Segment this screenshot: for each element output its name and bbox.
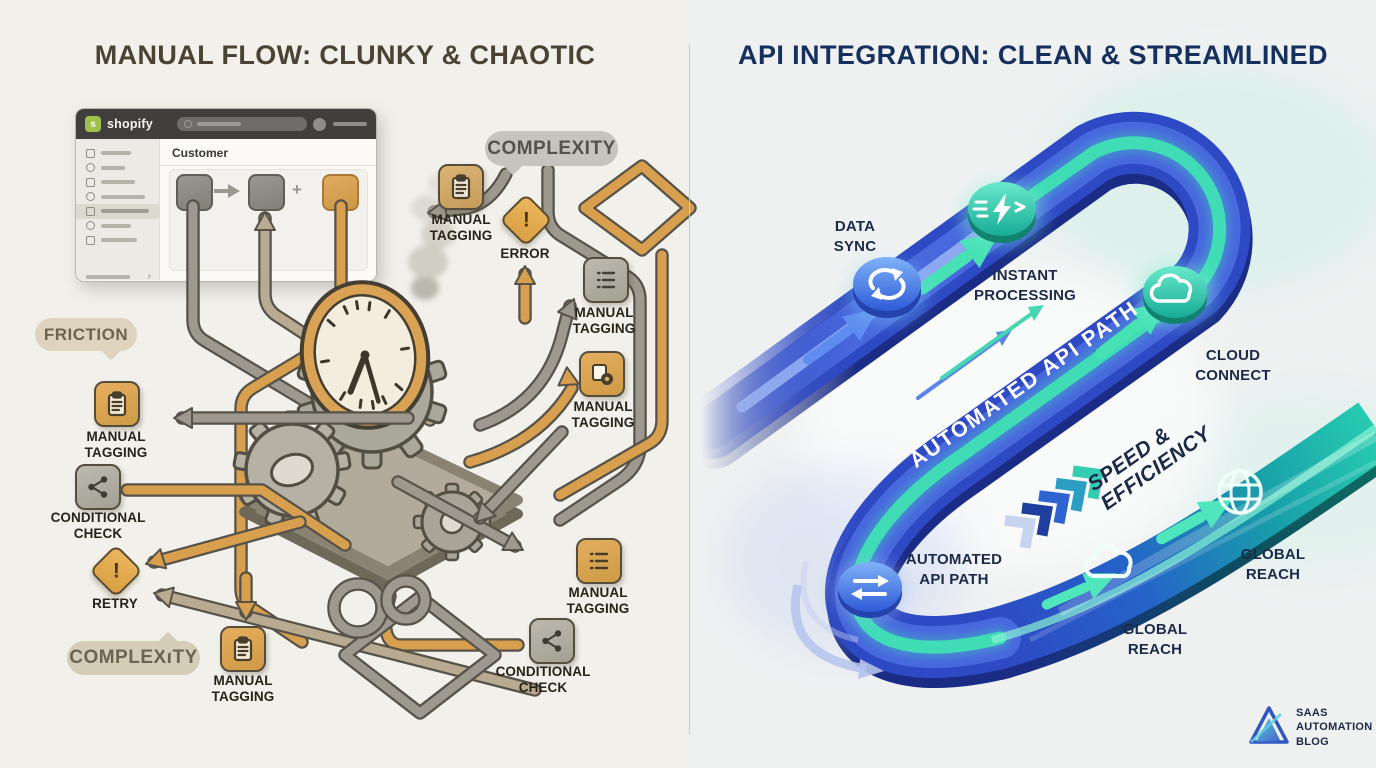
page-title: Customer [160, 139, 376, 166]
alert-icon: ! [522, 208, 530, 231]
document-badge-icon [592, 364, 613, 385]
conditional-check-tile [529, 618, 575, 664]
orders-icon [86, 163, 95, 173]
complexity-bubble: COMPLEXITY [485, 131, 618, 176]
workflow-node[interactable] [248, 174, 285, 211]
manual-tagging-tile [94, 381, 140, 427]
gear-small-icon [412, 482, 492, 562]
workflow-node-highlight[interactable] [322, 174, 359, 211]
friction-bubble: FRICTION [35, 318, 137, 361]
complexity-bubble: COMPLEXITY [67, 631, 200, 675]
window-header: s shopify [76, 109, 376, 139]
customers-icon [86, 192, 95, 202]
sidebar-item[interactable]: › [86, 270, 159, 282]
home-icon [86, 148, 95, 158]
gear-cluster [232, 280, 492, 562]
gear-left-icon [232, 410, 352, 528]
workflow-panel: + [169, 169, 368, 271]
sidebar-item[interactable] [86, 190, 159, 205]
manual-tagging-tile [220, 626, 266, 672]
conditional-check-tile [75, 464, 121, 510]
manual-tagging-tile [579, 351, 625, 397]
gear-large-icon [296, 314, 448, 470]
arrow-right-icon [214, 184, 240, 198]
manual-tagging-tile [583, 257, 629, 303]
store-icon [86, 235, 95, 245]
sidebar-item[interactable] [86, 219, 159, 234]
clipboard-icon [451, 174, 471, 200]
search-input[interactable] [176, 117, 307, 131]
sidebar-item-active[interactable] [76, 204, 159, 219]
alert-icon: ! [112, 559, 120, 582]
account-name-bar [333, 121, 367, 127]
manual-tagging-tile [438, 164, 484, 210]
shopify-logo-icon: s [85, 116, 101, 132]
plus-sign: + [292, 180, 302, 199]
shipping-icon [86, 221, 95, 231]
share-branch-icon [542, 630, 562, 652]
sidebar: › › [76, 139, 160, 282]
manual-tagging-tile [576, 538, 622, 584]
platform [239, 425, 523, 591]
list-icon [596, 271, 616, 289]
sidebar-item[interactable] [86, 146, 159, 161]
panel-divider [689, 44, 690, 734]
window-main: Customer + [160, 139, 376, 280]
sidebar-item[interactable] [86, 161, 159, 176]
left-panel-title: MANUAL FLOW: CLUNKY & CHAOTIC [94, 40, 596, 70]
retry-tile: ! [89, 544, 143, 598]
apps-icon [86, 206, 95, 216]
shopify-brand-text: shopify [107, 117, 153, 131]
share-branch-icon [88, 476, 108, 498]
search-placeholder-bar [196, 122, 241, 126]
list-icon [589, 552, 609, 570]
avatar[interactable] [313, 117, 326, 131]
sidebar-item[interactable] [86, 175, 159, 190]
sidebar-item[interactable] [86, 233, 159, 248]
right-panel-title: API INTEGRATION: CLEAN & STREAMLINED [738, 40, 1328, 70]
clipboard-icon [233, 636, 253, 662]
shopify-admin-window: s shopify › › Customer [75, 108, 377, 282]
products-icon [86, 177, 95, 187]
node-label: ERROR [500, 246, 550, 261]
chevron-right-icon: › [147, 270, 151, 282]
search-icon [183, 120, 192, 128]
clock-icon [299, 280, 431, 430]
node-label: RETRY [92, 596, 138, 611]
clipboard-icon [107, 391, 127, 417]
workflow-node[interactable] [176, 174, 213, 211]
